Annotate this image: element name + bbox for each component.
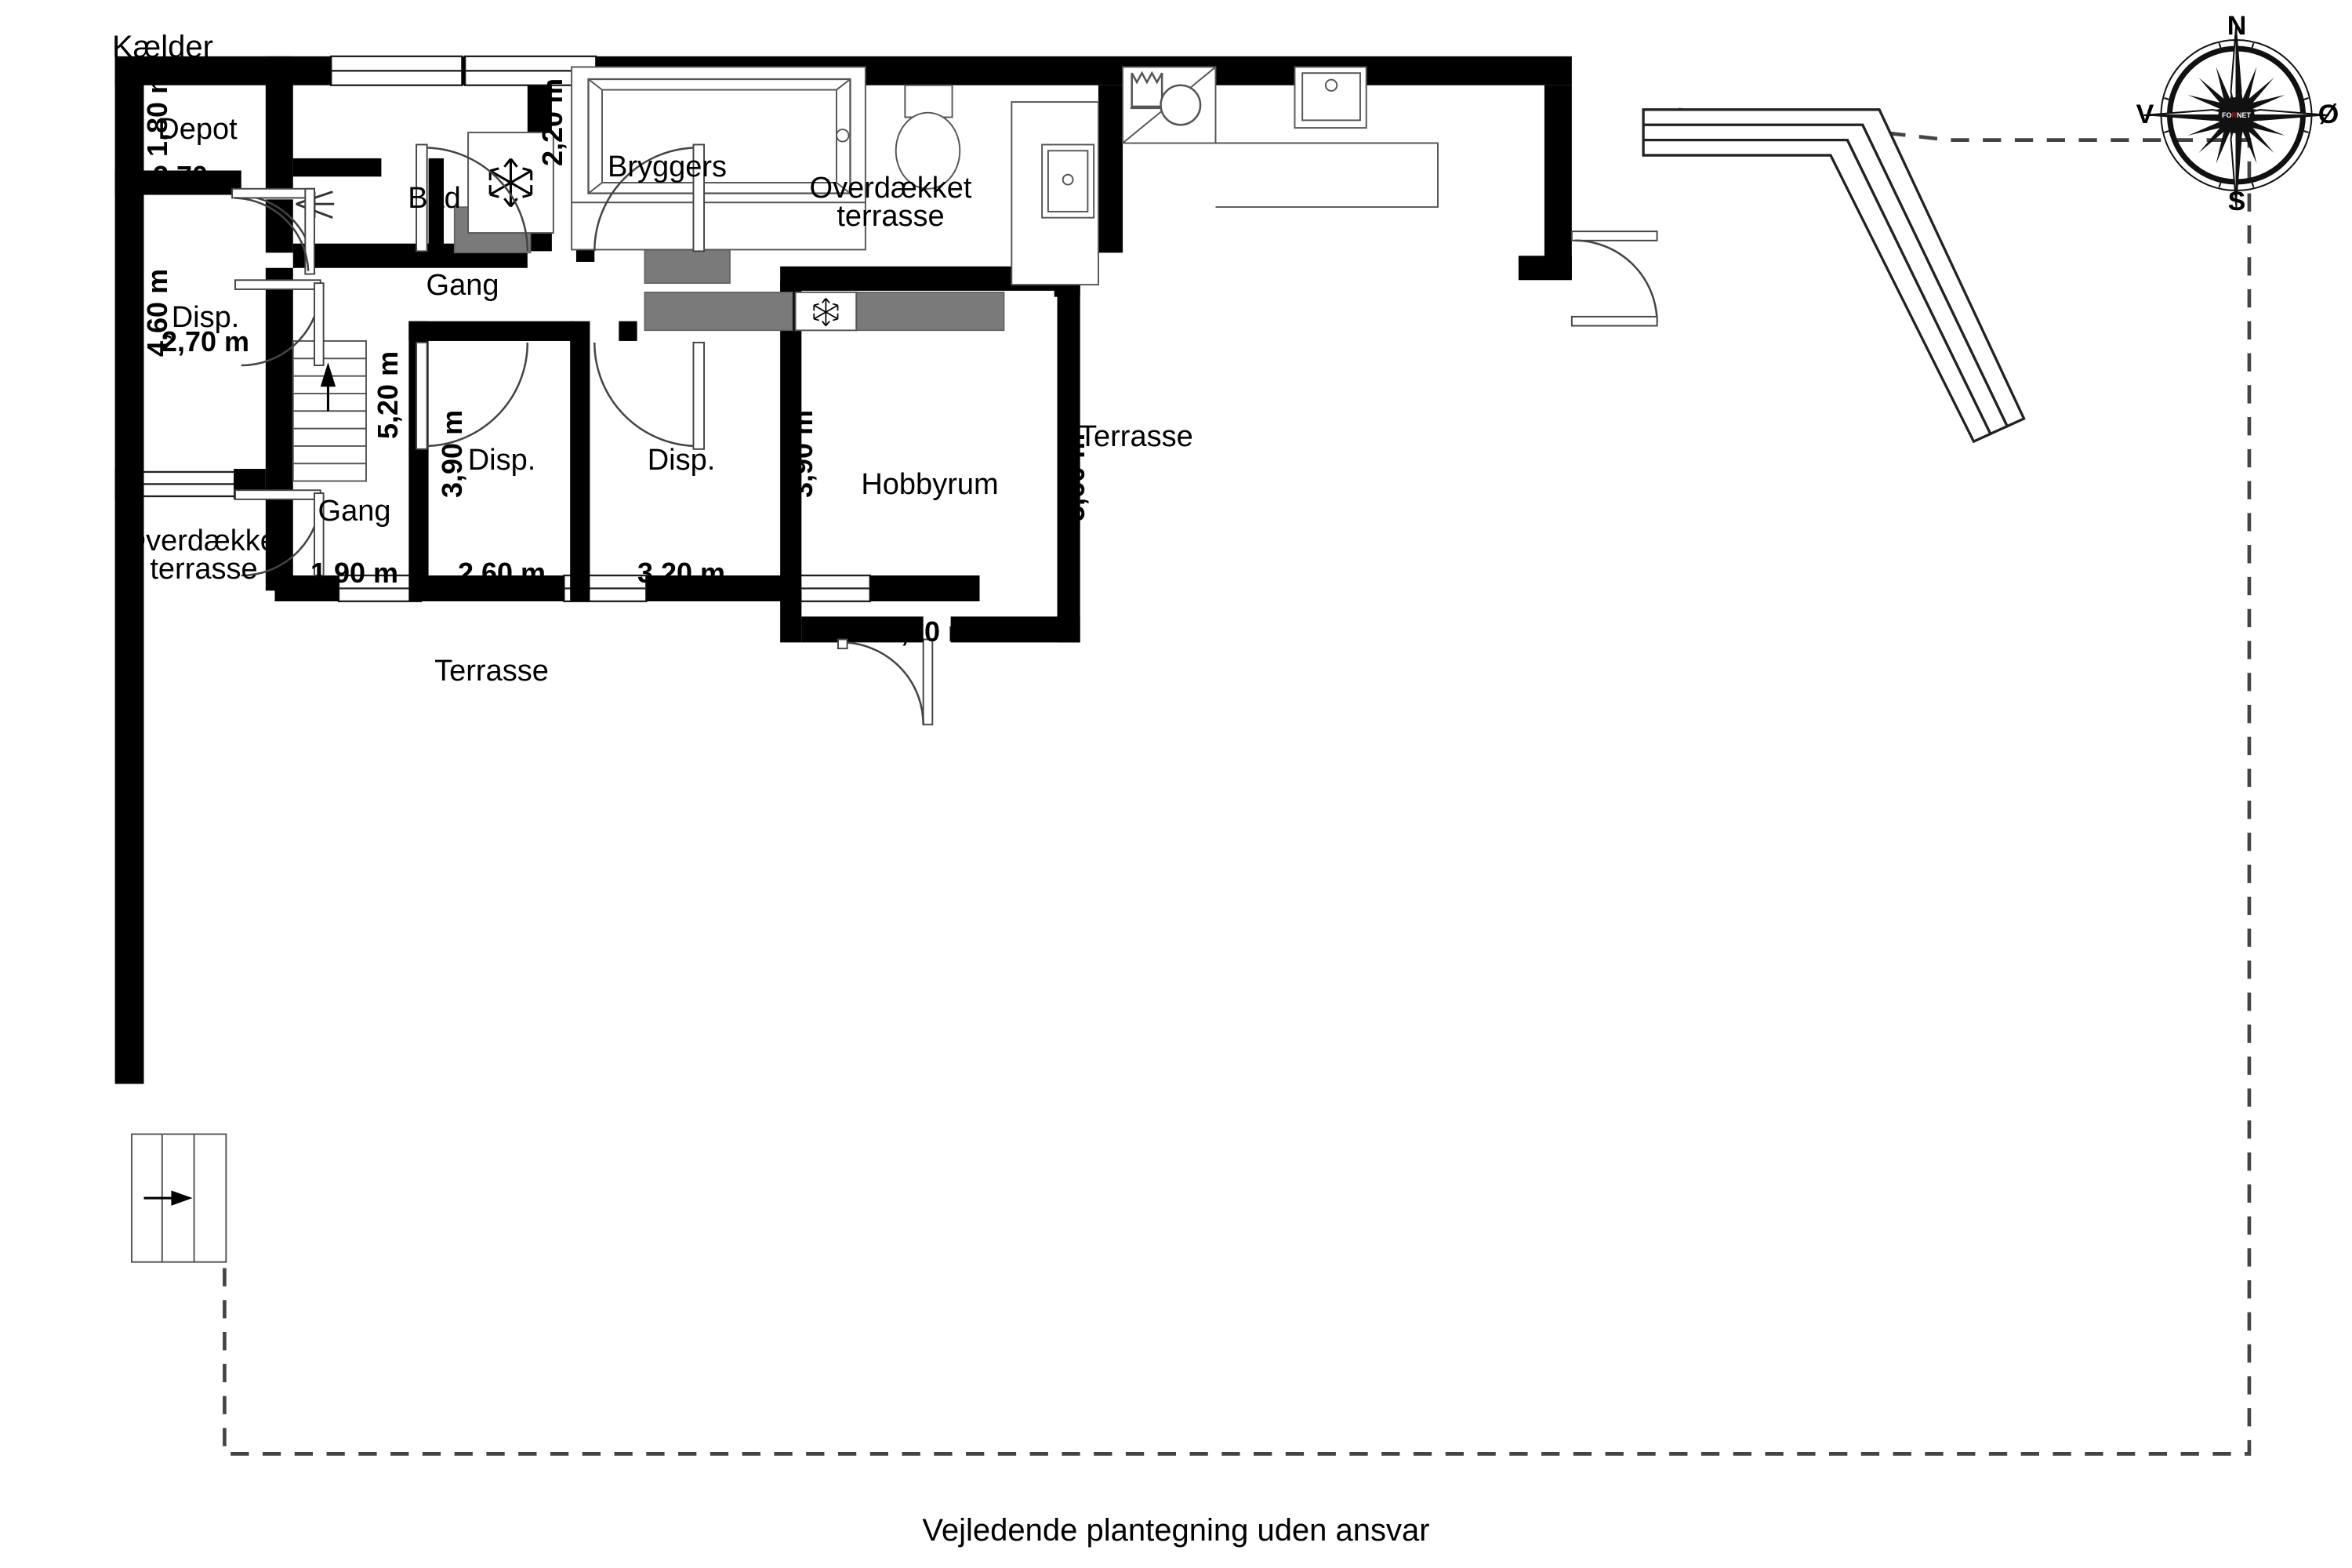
room-label-overdaekket-terrasse-right-line2: terrasse: [837, 200, 945, 233]
room-label-terrasse-main: Terrasse: [434, 655, 549, 688]
dim-hobbyrum-width: 4,10 m: [884, 615, 974, 648]
stair-arrow-right-2: [143, 1190, 193, 1206]
room-label-overdaekket-terrasse-right-line1: Overdækket: [809, 172, 972, 205]
dim-disp-mid-height: 3,90 m: [436, 409, 468, 498]
tumble-dryer-icon-2: [1160, 84, 1202, 126]
interior-stair-2: [292, 339, 367, 482]
dim-depot-height: 1,80 m: [141, 68, 173, 157]
room-label-gang-lower: Gang: [318, 495, 391, 528]
dim-gang-lower-width: 1,90 m: [310, 557, 399, 589]
room-label-disp-mid: Disp.: [467, 444, 536, 477]
exterior-stair-2: [130, 1133, 227, 1263]
walls-2: [114, 56, 1572, 1084]
freezer-depot-2: [467, 131, 554, 234]
room-label-terrasse-right: Terrasse: [1079, 420, 1193, 453]
compass-west-label: V: [2136, 100, 2154, 129]
room-label-overdaekket-terrasse-left-line1: Overdækket: [122, 524, 285, 557]
compass-rose: FORNET N S V Ø: [2132, 8, 2340, 216]
room-label-disp-left: Disp.: [171, 301, 240, 334]
page-title: Kælder: [112, 30, 213, 64]
compass-east-label: Ø: [2318, 100, 2339, 129]
sink-bad-2: [1011, 101, 1099, 286]
door-swings-2: [231, 143, 1658, 726]
compass-hub-label: FORNET: [2222, 111, 2252, 119]
dim-disp-mid-width: 2,60 m: [457, 557, 546, 589]
washing-machine-icon-2: [1131, 71, 1163, 108]
dim-bad-height: 2,20 m: [536, 78, 568, 166]
compass-north-label: N: [2227, 11, 2247, 41]
room-label-bryggers: Bryggers: [607, 151, 728, 183]
pergola-beams-2: [1642, 108, 2026, 444]
room-label-hobbyrum: Hobbyrum: [861, 468, 999, 501]
dim-depot-width: 2,70 m: [152, 160, 241, 192]
compass-south-label: S: [2227, 187, 2246, 216]
site-boundary: [223, 107, 2252, 1456]
room-label-bad: Bad: [408, 182, 461, 215]
sink-bryggers-2: [1294, 66, 1367, 129]
toilet-2: [895, 84, 961, 190]
freezer-hobbyrum-2: [794, 291, 858, 332]
dim-stair-length: 5,20 m: [372, 350, 404, 439]
room-label-overdaekket-terrasse-left-line2: terrasse: [150, 553, 258, 586]
bathtub-2: [571, 66, 866, 251]
dim-disp-left-width: 2,70 m: [161, 325, 250, 358]
dim-disp-left-height: 4,60 m: [141, 268, 173, 357]
room-label-gang-upper: Gang: [426, 269, 499, 302]
footer-note: Vejledende plantegning uden ansvar: [922, 1513, 1430, 1548]
laundry-2: [1122, 66, 1217, 144]
room-label-depot: Depot: [158, 113, 238, 146]
dim-disp-right-width: 3,20 m: [637, 557, 726, 589]
dim-disp-right-height: 3,90 m: [786, 409, 818, 498]
dim-hobbyrum-height: 5,60 m: [1058, 433, 1091, 521]
room-label-disp-right: Disp.: [647, 444, 716, 477]
bryggers-counter: [1215, 142, 1439, 209]
stair-arrow-up-2: [320, 362, 336, 412]
